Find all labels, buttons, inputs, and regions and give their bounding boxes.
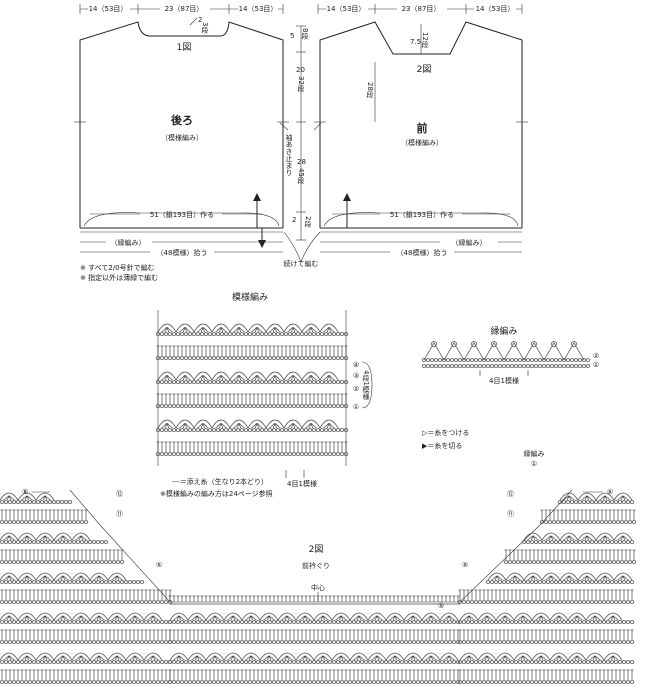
pattern-legend: ---＝添え糸（生なり2本どり）: [172, 477, 268, 486]
back-figure: 1図: [177, 42, 192, 53]
back-dim-top-mid: 23（87目）: [165, 5, 204, 13]
back-title: 後ろ: [171, 113, 193, 127]
pattern-row-2: ②: [353, 385, 359, 393]
note-color: ※ 指定以外は薄緑で編む: [80, 273, 158, 282]
neck-right-label-5b: ⑤: [438, 602, 444, 610]
front-dim-top-mid: 23（87目）: [402, 5, 441, 13]
neck-title: 前衿ぐり: [302, 561, 330, 570]
back-dim-top-right: 14（53目）: [239, 5, 278, 13]
front-inner-rows: 28段: [366, 82, 374, 99]
border-repeat-label: 4目1模様: [489, 376, 519, 385]
neck-chart: 2図 前衿ぐり 中心 縁編み ① ⑧ ⑫ ⑪ ⑤ ⑥ ⑫ ⑪ ⑤ ⑤: [0, 449, 637, 684]
armhole-rows: 32段: [297, 76, 305, 93]
neck-figure: 2図: [309, 544, 324, 555]
neck-border-label: 縁編み: [524, 449, 545, 458]
pattern-stitch-grid: [155, 310, 349, 466]
neck-right-label-12: ⑫: [507, 490, 514, 498]
shoulder-rows: 8段: [301, 28, 309, 41]
neck-center: 中心: [311, 583, 325, 592]
pattern-title: 模様編み: [232, 291, 268, 303]
note-needle: ※ すべて2/0号針で編む: [80, 263, 155, 272]
side-num: 28: [297, 158, 306, 166]
pattern-repeat-label: 4段1模様: [362, 370, 370, 400]
back-panel: 14（53目） 23（87目） 14（53目） 2 3段 1図 後ろ （模様編み…: [74, 3, 289, 257]
neck-border-num: ①: [531, 460, 537, 468]
border-chart: 縁編み ② ① 4目1模様: [421, 325, 599, 385]
neck-left-label-5: ⑤: [156, 561, 162, 569]
continue-label: 続けて編む: [284, 259, 319, 268]
shoulder-num: 5: [290, 32, 294, 40]
neck-left-label-12: ⑫: [116, 490, 123, 498]
front-subtitle: （模様編み）: [401, 138, 443, 147]
symbol-cut: ▶＝糸を切る: [422, 441, 462, 450]
border-row-1: ①: [593, 361, 599, 369]
side-rows: 45段: [297, 168, 305, 185]
back-subtitle: （模様編み）: [161, 133, 203, 142]
pattern-row-1: ①: [353, 403, 359, 411]
back-foundation: 51（鎖193目）作る: [150, 210, 214, 219]
front-dim-top-left: 14（53目）: [327, 5, 366, 13]
back-border: （縁編み）: [111, 238, 146, 247]
hem-rows: 2段: [304, 216, 312, 229]
back-dim-top-left: 14（53目）: [89, 5, 128, 13]
front-neck-num: 7.5: [410, 38, 421, 46]
pattern-chart: 模様編み ④ ③ ② ① 4段1模様 4目1模様 ---＝添え糸（生なり2本どり…: [155, 291, 373, 498]
border-row-2: ②: [593, 352, 599, 360]
pattern-row-4: ④: [353, 361, 359, 369]
border-stitch-row: [421, 341, 591, 368]
front-pickup: （48模様）拾う: [397, 248, 448, 257]
armhole-num: 20: [296, 66, 305, 74]
border-title: 縁編み: [490, 325, 517, 337]
pattern-row-3: ③: [353, 372, 359, 380]
pattern-note: ※模様編みの編み方は24ページ参照: [160, 489, 273, 498]
neck-stitch-grid: [0, 489, 637, 684]
front-title: 前: [417, 121, 428, 135]
neck-right-label-5: ⑤: [462, 561, 468, 569]
front-figure: 2図: [417, 64, 432, 75]
front-panel: 14（53目） 23（87目） 14（53目） 7.5 12段 2図 28段 前…: [314, 3, 528, 257]
neck-right-label-11: ⑪: [507, 510, 514, 518]
front-border: （縁編み）: [452, 238, 487, 247]
neck-right-label-6: ⑥: [607, 488, 613, 496]
front-foundation: 51（鎖193目）作る: [390, 210, 454, 219]
symbol-attach: ▷＝糸をつける: [422, 428, 469, 437]
hem-num: 2: [292, 216, 296, 224]
front-neck-rows: 12段: [421, 32, 429, 49]
side-dimensions: 5 8段 20 32段 28 45段 2 2段 袖あき止まり 続けて編む: [279, 25, 322, 268]
neck-left-label-8: ⑧: [22, 488, 28, 496]
back-neck-drop-num: 2: [198, 16, 202, 24]
pattern-bottom-label: 4目1模様: [287, 479, 317, 488]
back-neck-drop-rows: 3段: [201, 22, 209, 35]
neck-left-label-11: ⑪: [116, 510, 123, 518]
back-pickup: （48模様）拾う: [157, 248, 208, 257]
front-dim-top-right: 14（53目）: [476, 5, 515, 13]
sleeve-mark: 袖あき止まり: [285, 133, 293, 176]
